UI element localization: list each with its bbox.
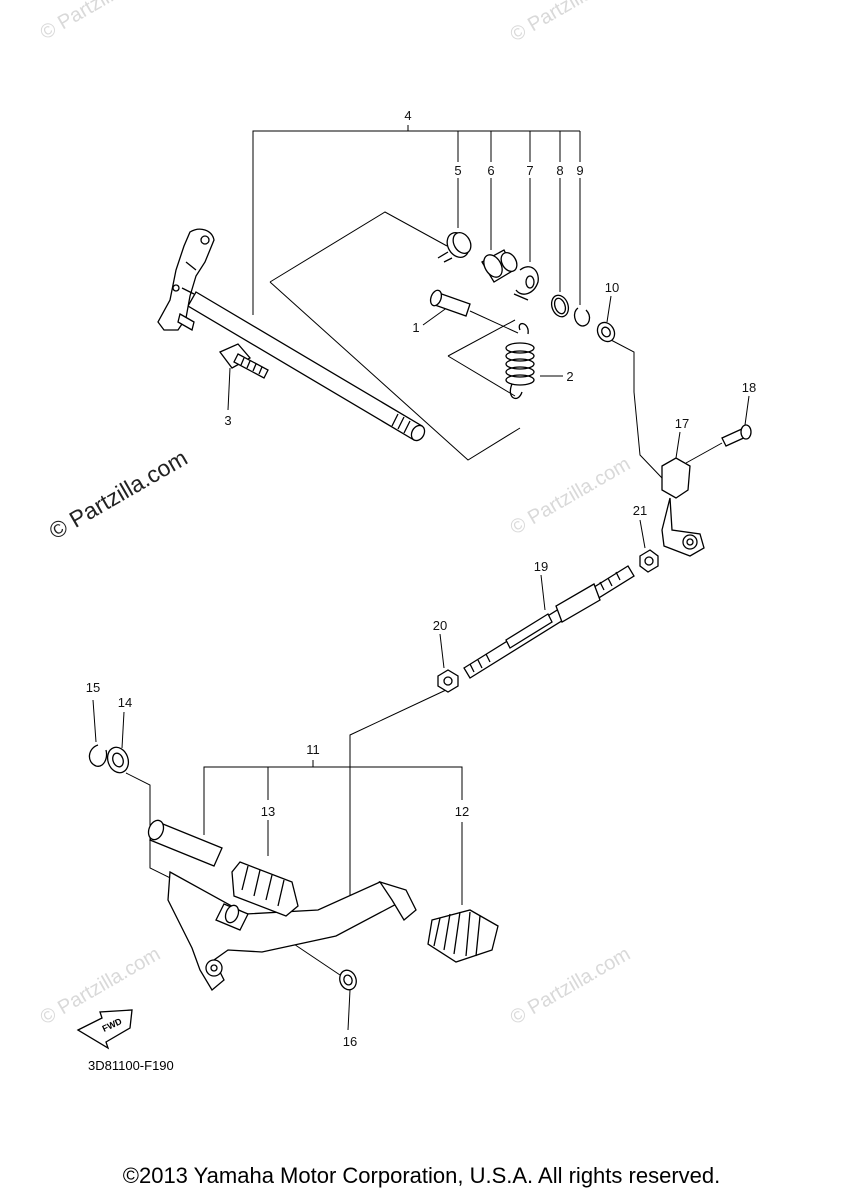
callout-16: 16 [343, 1034, 357, 1049]
part-20-nut [437, 669, 459, 693]
part-19-rod [463, 565, 635, 679]
watermark-top-right: © Partzilla.com [507, 0, 635, 46]
callout-7: 7 [526, 163, 533, 178]
callout-17: 17 [675, 416, 689, 431]
watermarks: © Partzilla.com © Partzilla.com © Partzi… [37, 0, 635, 1029]
part-13-rubber [231, 861, 299, 917]
watermark-top-left: © Partzilla.com [37, 0, 165, 44]
callout-9: 9 [576, 163, 583, 178]
callout-20: 20 [433, 618, 447, 633]
part-15-circlip [88, 744, 108, 767]
callout-2: 2 [566, 369, 573, 384]
part-5-spring [437, 232, 472, 263]
parts [88, 228, 752, 991]
callout-18: 18 [742, 380, 756, 395]
watermark-bottom-right: © Partzilla.com [507, 943, 635, 1029]
callout-21: 21 [633, 503, 647, 518]
part-7-clip [513, 266, 539, 301]
callout-14: 14 [118, 695, 132, 710]
fwd-arrow-icon: FWD [76, 1009, 133, 1050]
callout-13: 13 [261, 804, 275, 819]
watermark-bottom-left: © Partzilla.com [37, 943, 165, 1029]
callout-8: 8 [556, 163, 563, 178]
callout-10: 10 [605, 280, 619, 295]
copyright-notice: ©2013 Yamaha Motor Corporation, U.S.A. A… [122, 1163, 721, 1188]
callout-3: 3 [224, 413, 231, 428]
callout-15: 15 [86, 680, 100, 695]
part-1-pin [429, 289, 471, 317]
part-17-arm [661, 457, 705, 557]
callout-19: 19 [534, 559, 548, 574]
drawing-code: 3D81100-F190 [88, 1058, 174, 1073]
part-9-circlip [573, 307, 591, 327]
part-12-rubber [427, 909, 499, 963]
callout-6: 6 [487, 163, 494, 178]
callout-11: 11 [306, 742, 320, 757]
part-3-bolt [218, 343, 269, 379]
callout-12: 12 [455, 804, 469, 819]
callout-5: 5 [454, 163, 461, 178]
part-18-bolt [721, 424, 752, 447]
callout-1: 1 [412, 320, 419, 335]
part-21-nut [639, 549, 659, 573]
shift-shaft [157, 228, 426, 442]
watermark-mid-right: © Partzilla.com [507, 453, 635, 539]
part-6-collar [481, 249, 518, 283]
callouts: 4 5 6 7 8 9 10 1 2 3 18 17 21 19 20 15 1… [86, 108, 756, 1049]
watermark-large: © Partzilla.com [45, 444, 192, 544]
shift-pedal [147, 819, 417, 991]
part-2-spring [505, 323, 535, 400]
callout-4: 4 [404, 108, 411, 123]
